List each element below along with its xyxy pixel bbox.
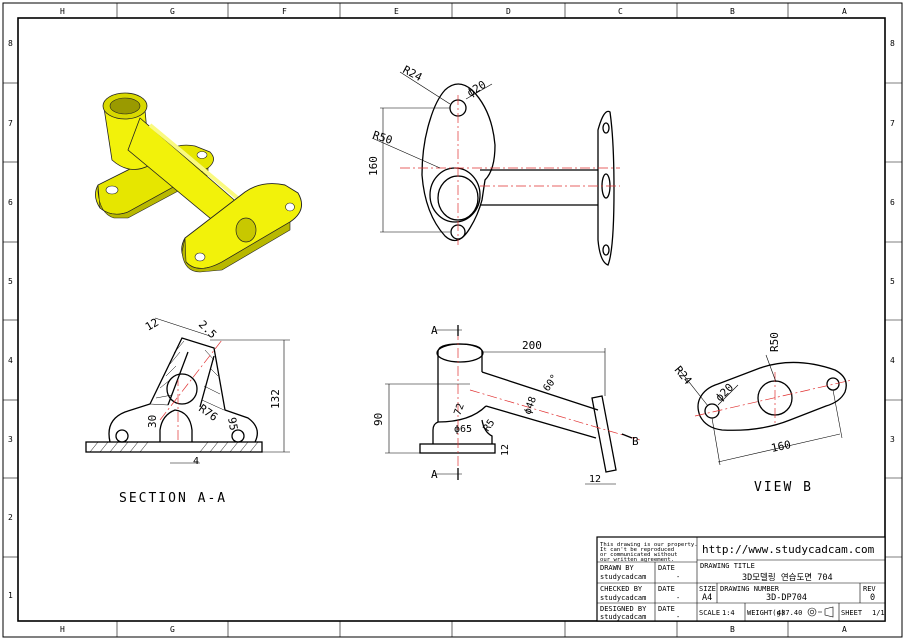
dim-front-60: 60° bbox=[541, 373, 560, 394]
zone-col-c: C bbox=[618, 7, 623, 16]
tb-date-3: - bbox=[676, 613, 680, 621]
tb-sheet-label: SHEET bbox=[841, 609, 863, 617]
tb-date-label-3: DATE bbox=[658, 605, 675, 613]
dim-viewb-r50: R50 bbox=[768, 332, 781, 352]
tb-weight: 487.40 bbox=[777, 609, 802, 617]
view-marker-b: B bbox=[632, 435, 639, 448]
tb-checked-by: studycadcam bbox=[600, 594, 646, 602]
tb-date-label-2: DATE bbox=[658, 585, 675, 593]
zone-row-3: 3 bbox=[8, 435, 13, 444]
section-a-a-title: SECTION A-A bbox=[119, 491, 227, 506]
dim-front-72: 72 bbox=[452, 402, 466, 417]
zone-labels-right: 8 7 6 5 4 3 bbox=[890, 39, 895, 444]
tb-scale: 1:4 bbox=[722, 609, 735, 617]
zone-col-f: F bbox=[282, 7, 287, 16]
zone-col-a: A bbox=[842, 7, 847, 16]
zone-row-7-right: 7 bbox=[890, 119, 895, 128]
dim-sec-2-5: 2.5 bbox=[196, 318, 219, 341]
zone-col-g-bottom: G bbox=[170, 625, 175, 634]
zone-row-4: 4 bbox=[8, 356, 13, 365]
dim-front-12b: 12 bbox=[589, 474, 601, 485]
tb-scale-label: SCALE bbox=[699, 609, 720, 617]
tb-notice-4: our written agreement. bbox=[600, 557, 674, 563]
top-view: 160 R24 ϕ20 R50 bbox=[367, 63, 620, 266]
tb-rev: 0 bbox=[870, 593, 875, 603]
tb-weight-label: WEIGHT(g) bbox=[747, 609, 785, 617]
title-block: This drawing is our property. It can't b… bbox=[596, 536, 886, 622]
dim-sec-132: 132 bbox=[269, 389, 282, 409]
tb-designed-by-label: DESIGNED BY bbox=[600, 605, 647, 613]
zone-col-d: D bbox=[506, 7, 511, 16]
zone-col-h-bottom: H bbox=[60, 625, 65, 634]
projection-symbol-icon bbox=[807, 606, 834, 618]
zone-col-e: E bbox=[394, 7, 399, 16]
dim-sec-4: 4 bbox=[193, 456, 199, 467]
tb-drawn-by: studycadcam bbox=[600, 573, 646, 581]
dim-viewb-r24: R24 bbox=[672, 364, 695, 388]
dim-viewb-160: 160 bbox=[770, 438, 792, 455]
zone-row-3-right: 3 bbox=[890, 435, 895, 444]
dim-front-12a: 12 bbox=[500, 444, 511, 456]
tb-size: A4 bbox=[702, 593, 712, 603]
tb-drawing-number: 3D-DP704 bbox=[766, 593, 807, 603]
dim-front-90: 90 bbox=[372, 413, 385, 426]
zone-row-8-right: 8 bbox=[890, 39, 895, 48]
section-marker-a-top: A bbox=[431, 324, 438, 337]
inner-border bbox=[17, 17, 886, 622]
zone-col-h: H bbox=[60, 7, 65, 16]
dim-sec-30: 30 bbox=[146, 415, 159, 428]
zone-row-6-right: 6 bbox=[890, 198, 895, 207]
dim-front-phi65: ϕ65 bbox=[454, 424, 472, 435]
view-b-title: VIEW B bbox=[754, 480, 813, 495]
zone-row-7: 7 bbox=[8, 119, 13, 128]
zone-row-8: 8 bbox=[8, 39, 13, 48]
tb-drawing-number-label: DRAWING NUMBER bbox=[720, 585, 780, 593]
tb-checked-by-label: CHECKED BY bbox=[600, 585, 643, 593]
zone-labels-top: H G F E D C B A bbox=[60, 7, 847, 16]
tb-rev-label: REV bbox=[863, 585, 876, 593]
section-a-a-view: 132 12 2.5 30 R76 95 4 SECTION A-A bbox=[85, 316, 290, 506]
view-b: 160 R24 ϕ20 R50 VIEW B bbox=[672, 332, 853, 495]
tb-drawing-title-label: DRAWING TITLE bbox=[700, 562, 755, 570]
zone-row-5-right: 5 bbox=[890, 277, 895, 286]
zone-col-b-bottom: B bbox=[730, 625, 735, 634]
zone-row-1: 1 bbox=[8, 591, 13, 600]
tb-sheet: 1/1 bbox=[872, 609, 885, 617]
zone-row-4-right: 4 bbox=[890, 356, 895, 365]
dim-sec-r76: R76 bbox=[196, 402, 220, 424]
dim-top-r50: R50 bbox=[371, 128, 394, 147]
section-marker-a-bottom: A bbox=[431, 468, 438, 481]
dim-sec-95: 95 bbox=[225, 416, 240, 431]
tb-notice-3: or communicated without bbox=[600, 552, 677, 558]
tb-date-2: - bbox=[676, 594, 680, 602]
dim-top-160: 160 bbox=[367, 156, 380, 176]
tb-date-1: - bbox=[676, 573, 680, 581]
dim-front-200: 200 bbox=[522, 339, 542, 352]
isometric-3d-model bbox=[95, 92, 303, 273]
tb-notice-2: It can't be reproduced bbox=[600, 547, 674, 553]
dim-front-phi48: ϕ48 bbox=[522, 395, 539, 416]
zone-col-g: G bbox=[170, 7, 175, 16]
tb-url: http://www.studycadcam.com bbox=[702, 543, 875, 556]
tb-size-label: SIZE bbox=[699, 585, 716, 593]
zone-ticks bbox=[3, 3, 902, 637]
zone-row-2: 2 bbox=[8, 513, 13, 522]
tb-date-label-1: DATE bbox=[658, 564, 675, 572]
dim-sec-12: 12 bbox=[143, 316, 161, 334]
tb-drawn-by-label: DRAWN BY bbox=[600, 564, 635, 572]
zone-row-6: 6 bbox=[8, 198, 13, 207]
tb-drawing-title: 3D모델링 연습도면 704 bbox=[742, 572, 833, 583]
dim-top-r24: R24 bbox=[401, 63, 425, 84]
tb-designed-by: studycadcam bbox=[600, 613, 646, 621]
zone-row-5: 5 bbox=[8, 277, 13, 286]
dim-front-r5: R5 bbox=[481, 418, 497, 434]
tb-notice-1: This drawing is our property. bbox=[600, 542, 698, 548]
zone-col-b: B bbox=[730, 7, 735, 16]
zone-labels-left: 8 7 6 5 4 3 2 1 bbox=[8, 39, 13, 600]
zone-labels-bottom: H G B A bbox=[60, 625, 847, 634]
front-view: A A 200 90 72 ϕ48 60° ϕ65 R5 12 12 B bbox=[372, 324, 641, 485]
zone-col-a-bottom: A bbox=[842, 625, 847, 634]
dim-top-phi20: ϕ20 bbox=[465, 78, 489, 100]
